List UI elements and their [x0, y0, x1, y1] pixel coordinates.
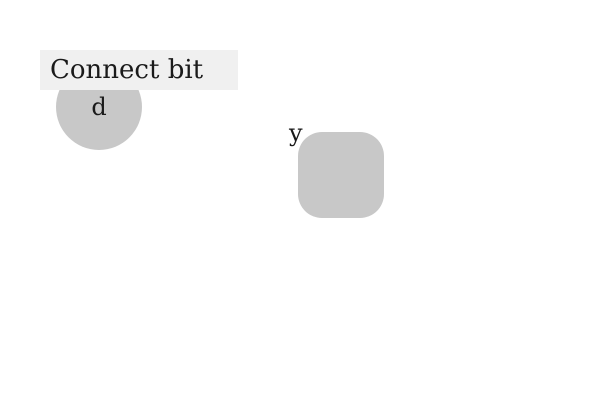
instruction-banner: Connect bit — [40, 50, 238, 90]
circle-node-label: d — [91, 93, 107, 121]
rounded-square-node-label: y — [289, 119, 303, 147]
rounded-square-node-y[interactable] — [298, 132, 384, 218]
